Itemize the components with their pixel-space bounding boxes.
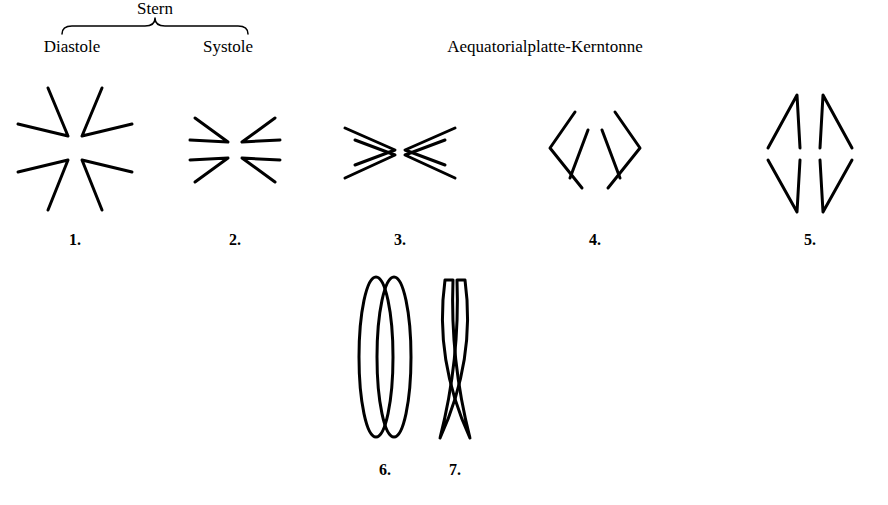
brace (62, 18, 248, 34)
figure-number: 4. (589, 232, 601, 248)
group-heading: Stern (137, 0, 173, 17)
figure-3 (345, 128, 455, 178)
column-heading: Systole (203, 38, 253, 55)
figure-number: 1. (69, 232, 81, 248)
figure-4 (550, 112, 640, 188)
figure-number: 2. (229, 232, 241, 248)
figure-number: 3. (394, 232, 406, 248)
figure-number: 6. (379, 462, 391, 478)
column-heading: Diastole (44, 38, 101, 55)
figure-number: 5. (804, 232, 816, 248)
figure-5 (768, 95, 852, 212)
column-heading: Aequatorialplatte-Kerntonne (447, 38, 642, 55)
figure-1 (18, 88, 132, 210)
figure-6 (359, 277, 411, 437)
figure-7 (440, 280, 470, 438)
figure-2 (190, 118, 280, 182)
figure-number: 7. (449, 462, 461, 478)
